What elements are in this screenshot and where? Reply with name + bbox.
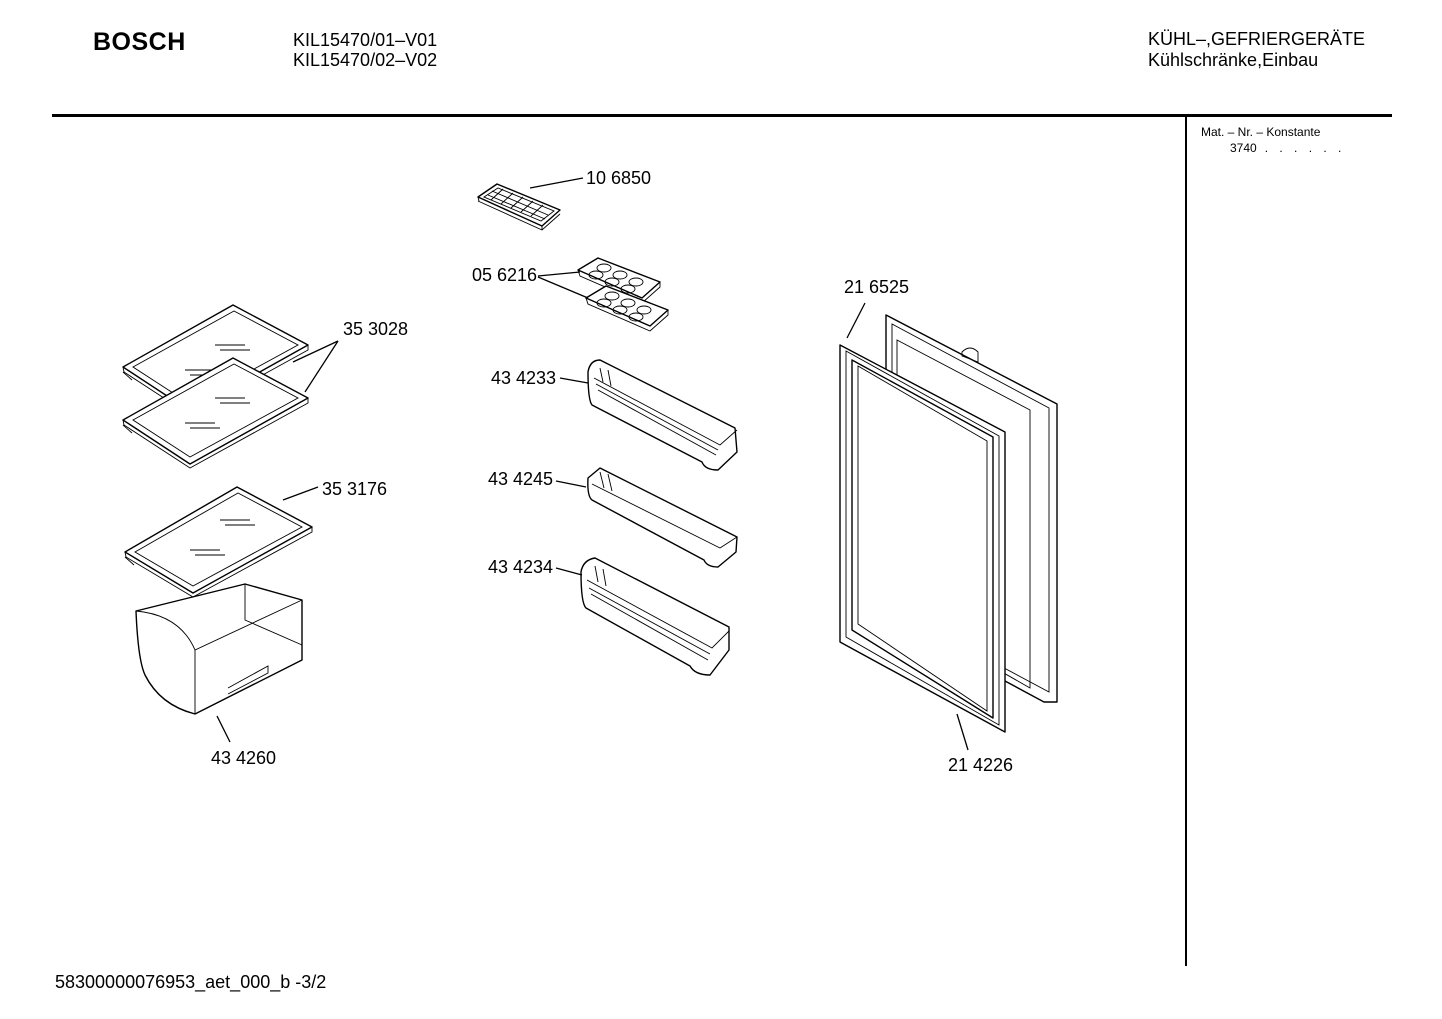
label-door-rack-upper: 43 4233 — [491, 368, 556, 388]
label-glass-shelves: 35 3028 — [343, 319, 408, 339]
vegetable-drawer-part[interactable] — [135, 583, 303, 715]
label-ice-tray: 10 6850 — [586, 168, 651, 188]
category-subtitle: Kühlschränke,Einbau — [1148, 50, 1319, 70]
glass-shelves-part[interactable] — [122, 304, 309, 469]
door-rack-upper-part[interactable] — [587, 359, 738, 471]
label-door-gasket: 21 4226 — [948, 755, 1013, 775]
mat-number-value: 3740 . . . . . . — [1230, 141, 1345, 155]
document-code: 58300000076953_aet_000_b -3/2 — [55, 972, 327, 992]
label-egg-trays: 05 6216 — [472, 265, 537, 285]
sidebar-divider — [1185, 116, 1187, 966]
egg-trays-part[interactable] — [577, 257, 669, 332]
model-number-2: KIL15470/02–V02 — [293, 50, 438, 70]
label-door-panel: 21 6525 — [844, 277, 909, 297]
category-title: KÜHL–,GEFRIERGERÄTE — [1148, 29, 1366, 49]
mat-dots: . . . . . . — [1264, 141, 1346, 155]
label-vegetable-drawer: 43 4260 — [211, 748, 276, 768]
door-gasket-part[interactable] — [839, 344, 1006, 733]
ice-tray-part[interactable] — [477, 183, 561, 231]
door-rack-lower-part[interactable] — [580, 557, 730, 676]
model-number-1: KIL15470/01–V01 — [293, 30, 438, 50]
brand-logo: BOSCH — [93, 28, 186, 56]
label-door-rack-lower: 43 4234 — [488, 557, 553, 577]
mat-number: 3740 — [1230, 141, 1257, 155]
label-door-rack-middle: 43 4245 — [488, 469, 553, 489]
mat-number-heading: Mat. – Nr. – Konstante — [1201, 125, 1321, 139]
glass-shelf-lower-part[interactable] — [124, 486, 313, 598]
header-divider — [52, 114, 1392, 117]
door-rack-middle-part[interactable] — [587, 467, 738, 568]
label-glass-shelf-lower: 35 3176 — [322, 479, 387, 499]
